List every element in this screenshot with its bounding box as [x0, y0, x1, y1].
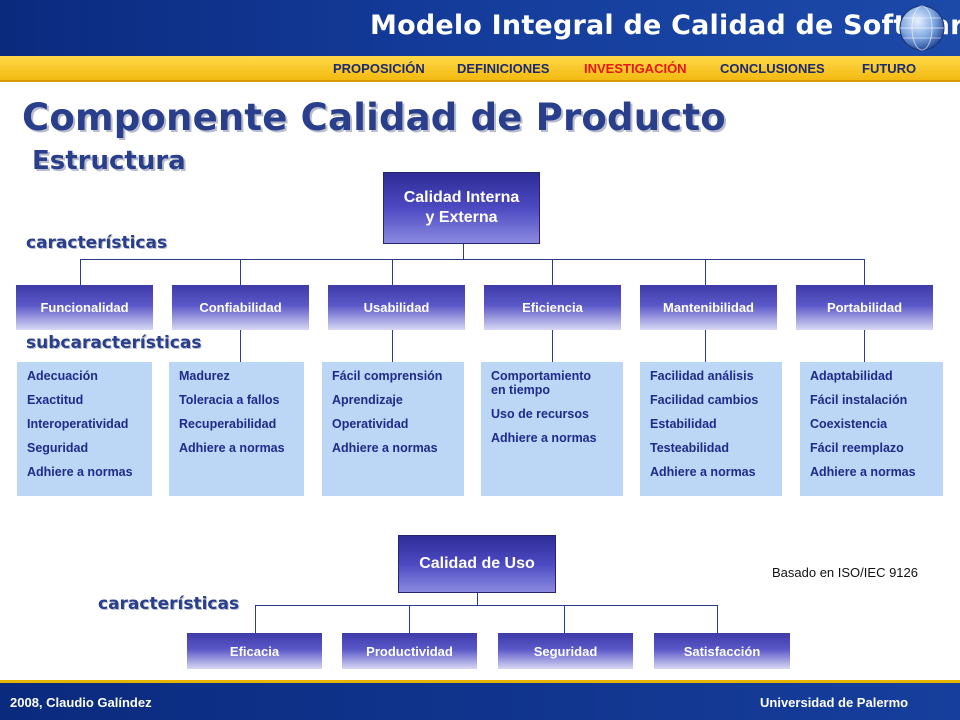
list-item: Comportamiento en tiempo: [491, 369, 591, 397]
use-characteristics-label: características: [98, 594, 240, 614]
nav-item-futuro[interactable]: FUTURO: [862, 61, 917, 76]
section-subtitle: Estructura: [32, 146, 186, 176]
char-box-confiabilidad: Confiabilidad: [172, 285, 309, 330]
char-box-satisfaccion: Satisfacción: [654, 633, 790, 669]
sub-box-usabilidad: Fácil comprensión Aprendizaje Operativid…: [322, 362, 464, 496]
page-title: Componente Calidad de Producto: [22, 96, 726, 139]
footer-institution: Universidad de Palermo: [760, 695, 909, 710]
list-item: Adecuación: [27, 369, 98, 383]
list-item: Recuperabilidad: [179, 417, 277, 431]
sub-box-portabilidad: Adaptabilidad Fácil instalación Coexiste…: [800, 362, 943, 496]
connector-line: [717, 605, 718, 633]
connector-line: [240, 259, 241, 285]
footer-author: 2008, Claudio Galíndez: [10, 695, 152, 710]
list-item: Toleracia a fallos: [179, 393, 280, 407]
list-item: Fácil reemplazo: [810, 441, 904, 455]
connector-line: [552, 259, 553, 285]
nav-bar: PROPOSICIÓN DEFINICIONES INVESTIGACIÓN C…: [0, 56, 960, 82]
sub-box-confiabilidad: Madurez Toleracia a fallos Recuperabilid…: [169, 362, 304, 496]
list-item: Adhiere a normas: [27, 465, 133, 479]
list-item: Seguridad: [27, 441, 89, 455]
connector-line: [705, 330, 706, 362]
header-title: Modelo Integral de Calidad de Software: [370, 10, 960, 41]
root-box-use-quality: Calidad de Uso: [398, 535, 556, 593]
nav-item-conclusiones[interactable]: CONCLUSIONES: [720, 61, 825, 76]
char-box-funcionalidad: Funcionalidad: [16, 285, 153, 330]
list-item: Aprendizaje: [332, 393, 403, 407]
sub-box-funcionalidad: Adecuación Exactitud Interoperatividad S…: [17, 362, 152, 496]
sub-box-eficiencia: Comportamiento en tiempo Uso de recursos…: [481, 362, 623, 496]
root-line-1: Calidad Interna: [403, 189, 520, 206]
list-item: Adaptabilidad: [810, 369, 893, 383]
connector-line: [552, 330, 553, 362]
list-item: Adhiere a normas: [650, 465, 756, 479]
list-item: Operatividad: [332, 417, 409, 431]
connector-line: [255, 605, 256, 633]
char-box-seguridad: Seguridad: [498, 633, 633, 669]
connector-line: [392, 330, 393, 362]
list-item: Adhiere a normas: [179, 441, 285, 455]
list-item: Estabilidad: [650, 417, 717, 431]
list-item: Facilidad análisis: [650, 369, 754, 383]
list-item: Adhiere a normas: [810, 465, 916, 479]
connector-line: [240, 330, 241, 362]
connector-line: [564, 605, 565, 633]
list-item: Exactitud: [27, 393, 84, 407]
globe-icon: [899, 5, 945, 51]
connector-line: [409, 605, 410, 633]
connector-line: [255, 605, 718, 606]
connector-line: [463, 244, 464, 260]
list-item: Uso de recursos: [491, 407, 589, 421]
list-item: Madurez: [179, 369, 230, 383]
connector-line: [864, 259, 865, 285]
list-item: Facilidad cambios: [650, 393, 759, 407]
list-item: Fácil instalación: [810, 393, 908, 407]
char-box-eficacia: Eficacia: [187, 633, 322, 669]
subcharacteristics-label: subcaracterísticas: [26, 333, 202, 353]
nav-item-definiciones[interactable]: DEFINICIONES: [457, 61, 550, 76]
root-box-internal-external: Calidad Interna y Externa: [383, 172, 540, 244]
footer-bar: 2008, Claudio Galíndez Universidad de Pa…: [0, 680, 960, 720]
characteristics-label: características: [26, 233, 168, 253]
char-box-usabilidad: Usabilidad: [328, 285, 465, 330]
char-box-eficiencia: Eficiencia: [484, 285, 621, 330]
char-box-productividad: Productividad: [342, 633, 477, 669]
list-item: Fácil comprensión: [332, 369, 443, 383]
list-item: Interoperatividad: [27, 417, 129, 431]
connector-line: [80, 259, 865, 260]
nav-item-proposicion[interactable]: PROPOSICIÓN: [333, 61, 425, 76]
connector-line: [477, 593, 478, 606]
sub-box-mantenibilidad: Facilidad análisis Facilidad cambios Est…: [640, 362, 782, 496]
char-box-portabilidad: Portabilidad: [796, 285, 933, 330]
list-item: Adhiere a normas: [332, 441, 438, 455]
connector-line: [80, 259, 81, 285]
list-item: Testeabilidad: [650, 441, 729, 455]
list-item: Coexistencia: [810, 417, 888, 431]
connector-line: [705, 259, 706, 285]
nav-item-investigacion[interactable]: INVESTIGACIÓN: [584, 61, 687, 76]
char-box-mantenibilidad: Mantenibilidad: [640, 285, 777, 330]
header-bar: Modelo Integral de Calidad de Software: [0, 0, 960, 56]
root-line-2: y Externa: [425, 209, 498, 226]
based-on-note: Basado en ISO/IEC 9126: [772, 565, 918, 580]
list-item: Adhiere a normas: [491, 431, 597, 445]
connector-line: [864, 330, 865, 362]
connector-line: [392, 259, 393, 285]
